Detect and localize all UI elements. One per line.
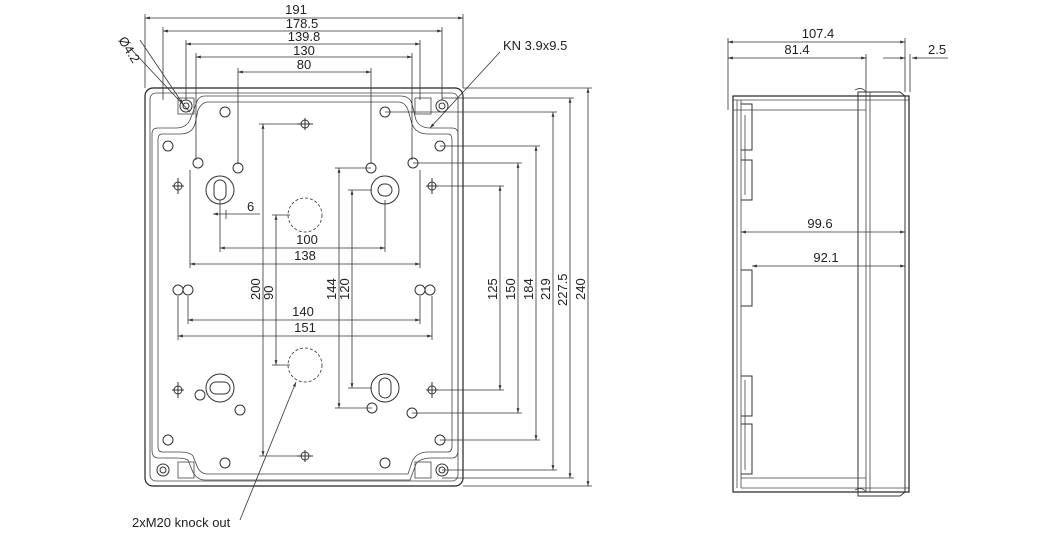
dim-200: 200 bbox=[248, 278, 263, 300]
inner-horizontal-dimensions bbox=[177, 170, 433, 340]
enclosure-outline bbox=[144, 87, 464, 487]
corner-pocket bbox=[414, 97, 432, 115]
dim-6: 6 bbox=[247, 199, 254, 214]
mounting-holes bbox=[162, 106, 446, 469]
dim-150: 150 bbox=[503, 278, 518, 300]
dim-151: 151 bbox=[294, 320, 316, 335]
dim-107-4: 107.4 bbox=[802, 26, 835, 41]
dim-178-5: 178.5 bbox=[286, 16, 319, 31]
dim-138: 138 bbox=[294, 248, 316, 263]
corner-hole bbox=[159, 466, 167, 474]
dim-81-4: 81.4 bbox=[784, 42, 809, 57]
dim-139-8: 139.8 bbox=[288, 29, 321, 44]
dim-99-6: 99.6 bbox=[807, 216, 832, 231]
knockout-label: 2xM20 knock out bbox=[132, 515, 231, 530]
side-dimensions bbox=[727, 38, 948, 268]
corner-pocket bbox=[177, 461, 195, 479]
dim-191: 191 bbox=[285, 2, 307, 17]
corner-hole bbox=[438, 102, 446, 110]
kn-label: KN 3.9x9.5 bbox=[503, 38, 567, 53]
dim-90: 90 bbox=[261, 286, 276, 300]
dim-125: 125 bbox=[485, 278, 500, 300]
keyhole-mounts bbox=[205, 175, 400, 403]
side-outline bbox=[732, 95, 910, 493]
knockout-upper bbox=[287, 197, 323, 233]
hole-leader-2 bbox=[129, 47, 191, 113]
enclosure-inner-contour bbox=[151, 95, 459, 481]
side-view bbox=[732, 88, 910, 497]
dim-130: 130 bbox=[293, 43, 315, 58]
dim-227-5: 227.5 bbox=[555, 273, 570, 306]
slot-features bbox=[172, 118, 438, 462]
front-view: 191 178.5 139.8 130 80 Ø4.2 KN 3.9x9.5 6… bbox=[115, 2, 592, 530]
enclosure-inner-contour-2 bbox=[157, 101, 453, 475]
kn-leader bbox=[429, 51, 501, 129]
top-dimensions bbox=[144, 14, 464, 164]
dim-240: 240 bbox=[573, 278, 588, 300]
knockout-lower bbox=[287, 347, 323, 383]
right-vertical-dimensions bbox=[385, 87, 592, 487]
dim-92-1: 92.1 bbox=[813, 250, 838, 265]
hole-leader bbox=[139, 39, 184, 105]
dim-80: 80 bbox=[297, 57, 311, 72]
dim-219: 219 bbox=[538, 278, 553, 300]
dim-144: 144 bbox=[324, 278, 339, 300]
left-vertical-dimensions bbox=[259, 123, 300, 457]
corner-hole bbox=[182, 102, 190, 110]
knockout-leader bbox=[239, 381, 297, 521]
mid-vertical-dimensions bbox=[335, 167, 372, 409]
dim-100: 100 bbox=[296, 232, 318, 247]
dim-140: 140 bbox=[292, 304, 314, 319]
dim-120: 120 bbox=[337, 278, 352, 300]
hole-label: Ø4.2 bbox=[115, 34, 143, 66]
dim-184: 184 bbox=[521, 278, 536, 300]
corner-holes bbox=[156, 97, 449, 479]
corner-pocket bbox=[414, 461, 432, 479]
dim-2-5: 2.5 bbox=[928, 42, 946, 57]
corner-hole bbox=[156, 463, 170, 477]
